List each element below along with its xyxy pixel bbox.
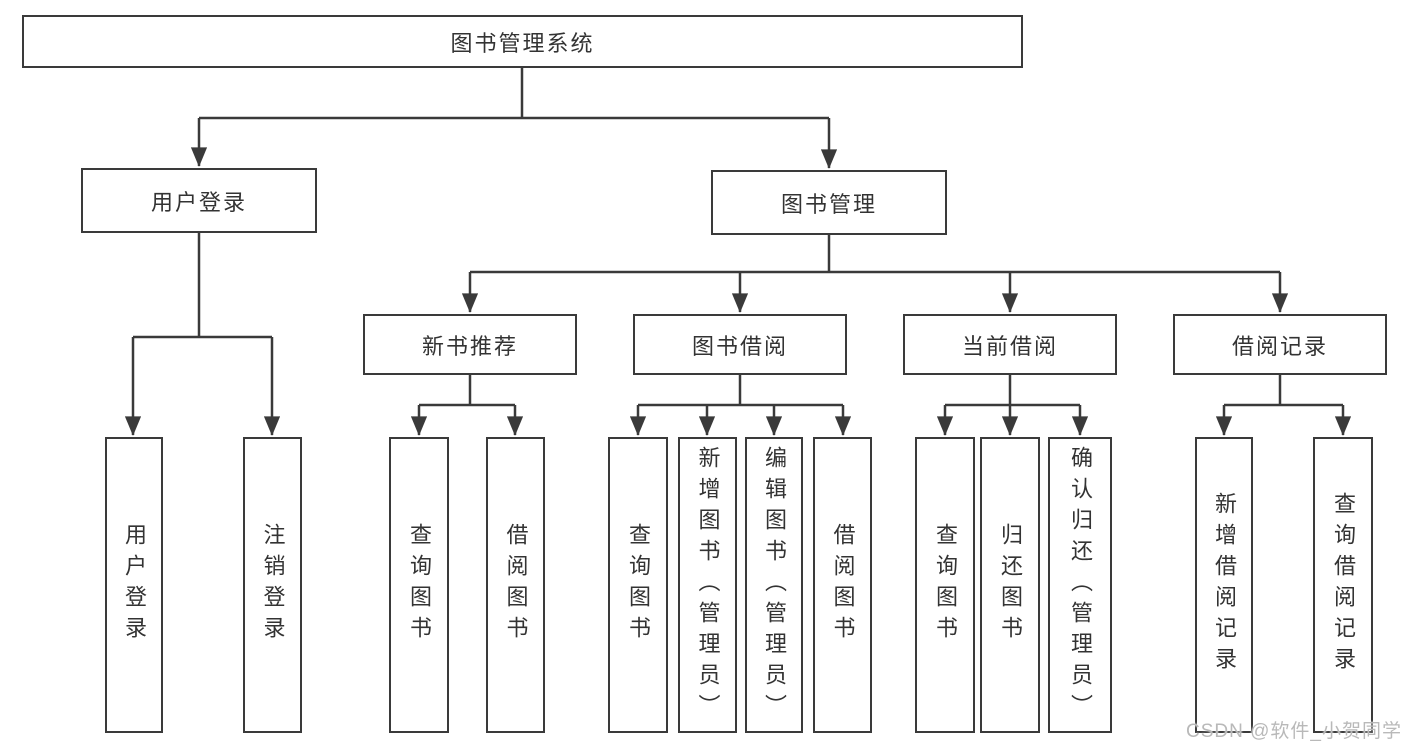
leaf-query-books-current: 查询图书	[915, 437, 975, 733]
node-label: 图书管理系统	[450, 30, 595, 56]
leaf-label: 确认归还（管理员）	[1068, 445, 1093, 725]
leaf-label: 查询图书	[407, 523, 432, 647]
node-current-borrowing: 当前借阅	[903, 314, 1117, 375]
connector-current-borrow-children	[936, 375, 1089, 436]
node-label: 用户登录	[150, 189, 247, 215]
leaf-confirm-return-admin: 确认归还（管理员）	[1048, 437, 1112, 733]
leaf-label: 编辑图书（管理员）	[762, 445, 787, 725]
leaf-label: 查询图书	[933, 523, 958, 647]
connector-user-login-children	[124, 233, 281, 436]
node-label: 当前借阅	[961, 333, 1058, 359]
leaf-add-borrow-record: 新增借阅记录	[1195, 437, 1253, 733]
node-label: 新书推荐	[421, 333, 518, 359]
node-book-management: 图书管理	[711, 170, 947, 235]
leaf-query-borrow-record: 查询借阅记录	[1313, 437, 1373, 733]
node-label: 图书管理	[780, 191, 877, 217]
leaf-label: 新增借阅记录	[1212, 492, 1237, 678]
csdn-watermark: CSDN @软件_小贺同学	[1186, 721, 1402, 742]
leaf-label: 借阅图书	[830, 523, 856, 647]
leaf-borrow-books-recommend: 借阅图书	[486, 437, 545, 733]
leaf-query-books-borrow: 查询图书	[608, 437, 668, 733]
leaf-logout: 注销登录	[243, 437, 302, 733]
leaf-edit-book-admin: 编辑图书（管理员）	[745, 437, 803, 733]
connector-root-to-level2	[190, 68, 838, 169]
node-borrowing-records: 借阅记录	[1173, 314, 1387, 375]
node-label: 图书借阅	[691, 333, 788, 359]
connector-new-book-children	[410, 375, 524, 436]
leaf-add-book-admin: 新增图书（管理员）	[678, 437, 737, 733]
leaf-label: 新增图书（管理员）	[695, 445, 721, 725]
node-user-login: 用户登录	[81, 168, 317, 233]
node-library-management-system: 图书管理系统	[22, 15, 1023, 68]
leaf-label: 用户登录	[122, 523, 147, 647]
node-new-book-recommendation: 新书推荐	[363, 314, 577, 375]
leaf-label: 借阅图书	[503, 523, 529, 647]
connector-book-borrow-children	[629, 375, 852, 436]
leaf-return-book: 归还图书	[980, 437, 1040, 733]
leaf-label: 注销登录	[260, 523, 286, 647]
leaf-label: 查询借阅记录	[1331, 492, 1356, 678]
connector-book-management-children	[461, 235, 1289, 313]
leaf-query-books-recommend: 查询图书	[389, 437, 449, 733]
node-label: 借阅记录	[1231, 333, 1328, 359]
leaf-label: 查询图书	[626, 523, 651, 647]
node-book-borrowing: 图书借阅	[633, 314, 847, 375]
leaf-borrow-books: 借阅图书	[813, 437, 872, 733]
leaf-label: 归还图书	[998, 523, 1023, 647]
connector-borrow-records-children	[1215, 375, 1352, 436]
leaf-user-login: 用户登录	[105, 437, 163, 733]
